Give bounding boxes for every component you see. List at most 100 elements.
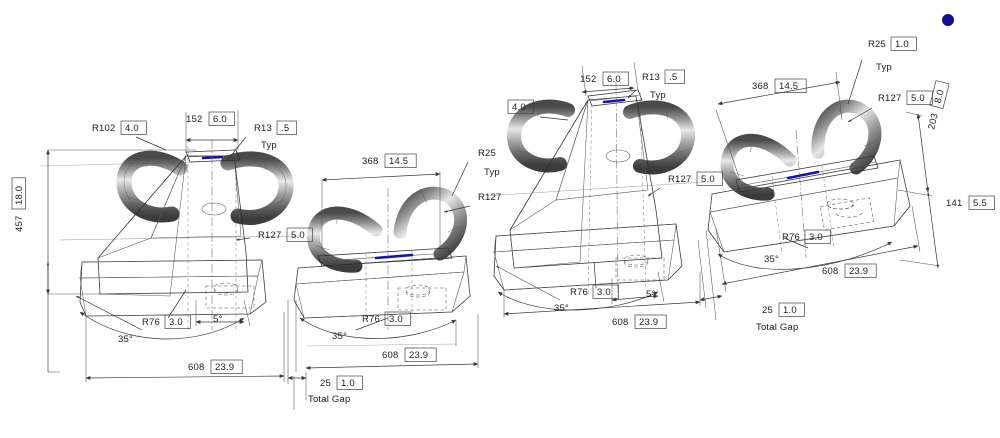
angle-35-label: 35°: [764, 254, 779, 265]
width-368-value: 14.5: [779, 81, 798, 92]
angle-35: 35°: [332, 331, 347, 342]
width-368-label: 368: [362, 156, 378, 167]
height-141-box: [968, 195, 995, 210]
length-608-box: [210, 359, 243, 374]
angle-35-label: 35°: [554, 303, 569, 314]
height-141-label: 141: [946, 198, 962, 209]
radius-r25: R25: [478, 148, 496, 159]
length-608-label: 608: [612, 317, 628, 328]
radius-r25-box: [890, 36, 917, 51]
view-2-geometry: [293, 186, 471, 330]
radius-r13-label: R13: [254, 123, 272, 134]
gap-25-label: 25: [320, 378, 331, 389]
gap-25-value: 1.0: [341, 378, 355, 389]
radius-r127: R127 5.0: [878, 90, 933, 105]
gap-25-label: 25: [762, 305, 773, 316]
radius-r13-value: .5: [281, 123, 289, 134]
radius-r127-label: R127: [878, 93, 902, 104]
radius-r76-value: 3.0: [809, 232, 823, 243]
bail-left-2: [307, 206, 383, 273]
typ-note-1: Typ: [261, 140, 277, 151]
typ-note-1-label: Typ: [261, 140, 277, 151]
view-3-dimensions: [495, 61, 701, 318]
typ-note-4: Typ: [876, 62, 892, 73]
bail-right-4: [811, 99, 882, 175]
typ-note-2-label: Typ: [484, 167, 500, 178]
radius-unnamed-4-value: 4.0: [512, 102, 526, 113]
view-4-geometry: [707, 99, 911, 259]
radius-r127-label: R127: [258, 230, 282, 241]
length-608-label: 608: [382, 350, 398, 361]
width-152-label: 152: [186, 114, 202, 125]
radius-r13-label: R13: [642, 72, 660, 83]
view-3-geometry: [483, 81, 705, 301]
length-608-box: [634, 314, 667, 329]
view-1-geometry: [39, 140, 301, 330]
radius-r76-box: [804, 229, 831, 244]
bail-right-1: [220, 151, 294, 225]
width-368-label: 368: [752, 81, 768, 92]
radius-r76-value: 3.0: [597, 287, 611, 298]
height-203-value: 8.0: [933, 88, 947, 104]
radius-unnamed-4-box: [507, 99, 534, 114]
width-152-box: [208, 111, 235, 126]
radius-r127-box: [286, 227, 313, 242]
height-457-label: 457: [14, 216, 25, 232]
radius-r13-value: .5: [669, 72, 677, 83]
radius-r102-value: 4.0: [125, 123, 139, 134]
radius-r127-value: 5.0: [911, 93, 925, 104]
body-1: [79, 149, 267, 317]
cursor-dot: [942, 14, 954, 26]
radius-r127-box: [906, 90, 933, 105]
angle-35-label: 35°: [332, 331, 347, 342]
typ-note-3-label: Typ: [650, 90, 666, 101]
body-3: [493, 89, 683, 291]
radius-r127: R127 5.0: [668, 171, 723, 186]
annotation-layer: R1024.01526.0R13.5TypR1275.045718.01415.…: [11, 36, 995, 405]
width-368: 368 14.5: [362, 153, 417, 168]
radius-r76: R76 3.0: [782, 229, 831, 244]
height-203-label: 203: [926, 112, 941, 131]
height-141-value: 5.5: [973, 198, 987, 209]
width-152-label: 152: [580, 74, 596, 85]
radius-r76-label: R76: [570, 287, 588, 298]
radius-r76-label: R76: [782, 232, 800, 243]
selected-edge-highlight: [602, 98, 626, 104]
radius-r76-box: [592, 284, 619, 299]
typ-note-3: Typ: [650, 90, 666, 101]
angle-5: 5°: [646, 289, 655, 300]
selected-edge-highlight: [374, 253, 414, 260]
length-608-value: 23.9: [849, 266, 868, 277]
total-gap-note-label: Total Gap: [308, 394, 350, 405]
total-gap-note: Total Gap: [756, 322, 798, 333]
angle-5-label: 5°: [646, 289, 655, 300]
angle-5-label: 5°: [213, 314, 222, 325]
body-2: [293, 247, 471, 319]
typ-note-2: Typ: [484, 167, 500, 178]
radius-r13-box: [276, 120, 297, 135]
length-608-label: 608: [822, 266, 838, 277]
radius-r127-label: R127: [668, 174, 692, 185]
radius-r76: R76 3.0: [570, 284, 619, 299]
gap-25-value: 1.0: [783, 305, 797, 316]
angle-35: 35°: [764, 254, 779, 265]
total-gap-note: Total Gap: [308, 394, 350, 405]
width-368-value: 14.5: [389, 156, 408, 167]
height-457-box: [11, 177, 26, 210]
view-4-dimensions: [697, 59, 941, 321]
angle-35-label: 35°: [118, 334, 133, 345]
width-368-box: [384, 153, 417, 168]
radius-r127-value: 5.0: [701, 174, 715, 185]
length-608-value: 23.9: [639, 317, 658, 328]
radius-r25-label: R25: [868, 39, 886, 50]
height-203: 203 8.0: [926, 80, 950, 131]
